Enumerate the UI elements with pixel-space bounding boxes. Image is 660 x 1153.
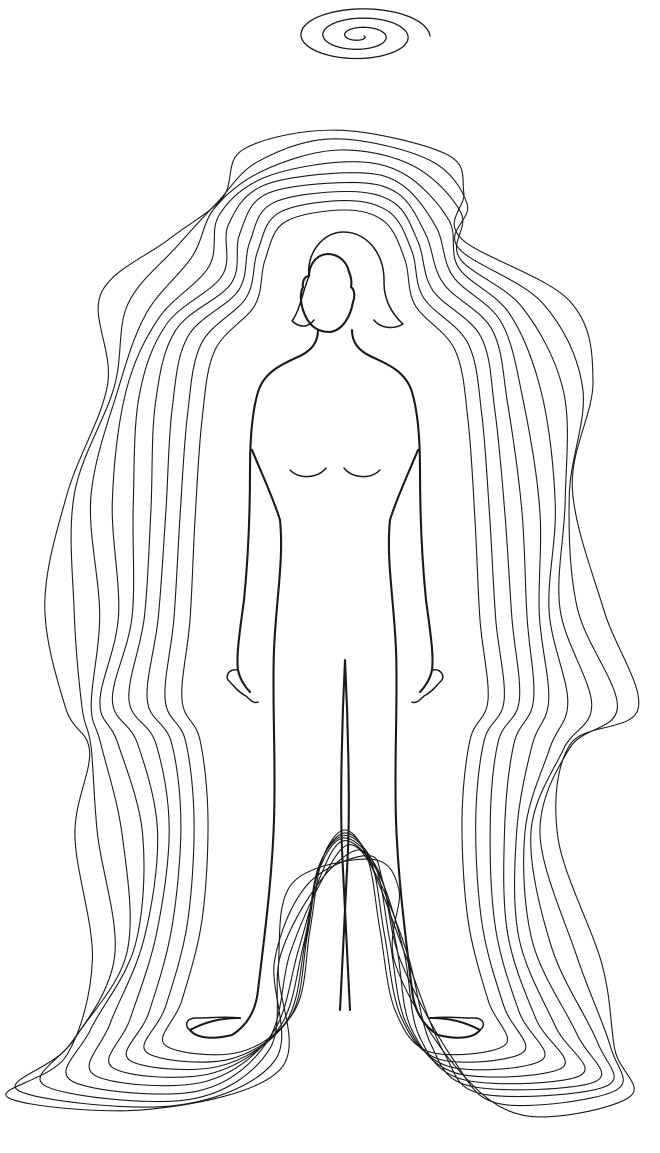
chest-detail <box>290 468 380 477</box>
left-hand <box>227 670 258 703</box>
aura-layer <box>66 162 602 1094</box>
crown-spiral <box>301 9 430 59</box>
aura-layer <box>6 130 639 1117</box>
right-hand <box>412 670 443 703</box>
body-outline <box>190 330 480 1038</box>
hair-outline <box>292 232 403 327</box>
human-figure <box>187 232 484 1038</box>
spiral-line <box>301 9 430 59</box>
aura-layers <box>6 130 639 1117</box>
aura-layer <box>162 210 507 1055</box>
